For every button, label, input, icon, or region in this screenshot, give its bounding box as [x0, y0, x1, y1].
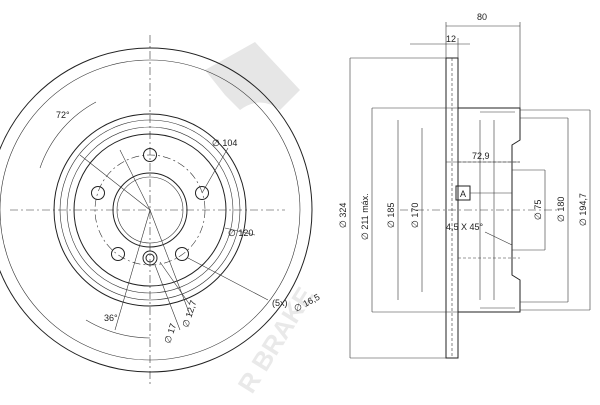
radial-line: [79, 154, 151, 211]
hole-count-label: (5x): [272, 298, 288, 308]
watermark-logo: [205, 42, 300, 110]
center-bore: [112, 172, 188, 248]
hole-165-leader: [187, 257, 269, 301]
angle-72-label: 72°: [56, 110, 70, 120]
disc-chamfer-ring: [0, 59, 301, 361]
bolt-hole: [91, 186, 105, 200]
angle-36-arc: [85, 319, 151, 339]
bolt-holes: [91, 148, 209, 266]
small-hole-127-label: ∅ 12,7: [180, 299, 198, 329]
side-view: [349, 22, 591, 359]
dia-324-label: ∅ 324: [338, 203, 348, 228]
center-bore-chamfer: [116, 176, 184, 244]
dia-170-label: ∅ 170: [410, 203, 420, 228]
small-hole-127-leader: [159, 261, 191, 306]
bolt-hole: [111, 247, 125, 261]
disc-outer-edge: [0, 47, 313, 373]
small-hole-17-label: ∅ 17: [162, 322, 178, 344]
dia-180-label: ∅ 180: [556, 197, 566, 222]
hub-leader: [224, 227, 256, 236]
friction-inner-edge: [53, 113, 247, 307]
dia-185-label: ∅ 185: [386, 203, 396, 228]
pcd-label: ∅ 104: [212, 138, 237, 148]
locating-hole-inner: [145, 253, 155, 263]
hat-ring-3: [73, 133, 227, 287]
angle-72-arc: [39, 101, 97, 169]
dia-75-label: ∅ 75: [533, 200, 543, 220]
hat-ring-1: [59, 119, 241, 301]
chamfer-label: 4,5 X 45°: [446, 222, 484, 232]
hat-ring-2: [66, 126, 234, 294]
radial-line: [114, 209, 151, 331]
bolt-hole: [175, 247, 189, 261]
datum-label: A: [460, 189, 466, 199]
watermark: R BRAKE: [205, 42, 320, 398]
dia-211-label: ∅ 211 máx.: [360, 193, 370, 240]
chamfer-leader: [484, 231, 513, 246]
front-view: [0, 35, 313, 385]
locating-hole-outer: [142, 250, 158, 266]
dia-194-label: ∅ 194,7: [578, 193, 588, 226]
bolt-hole: [195, 186, 209, 200]
height-label: 72,9: [472, 151, 490, 161]
angle-36-label: 36°: [104, 313, 118, 323]
bolt-hole: [143, 148, 157, 162]
small-hole-17-leader: [154, 264, 181, 331]
pcd-leader: [201, 147, 229, 194]
width-label: 80: [477, 12, 487, 22]
radial-line: [119, 149, 151, 211]
radial-line: [149, 209, 191, 316]
thickness-label: 12: [446, 34, 456, 44]
hub-diameter-label: ∅ 120: [228, 228, 253, 238]
